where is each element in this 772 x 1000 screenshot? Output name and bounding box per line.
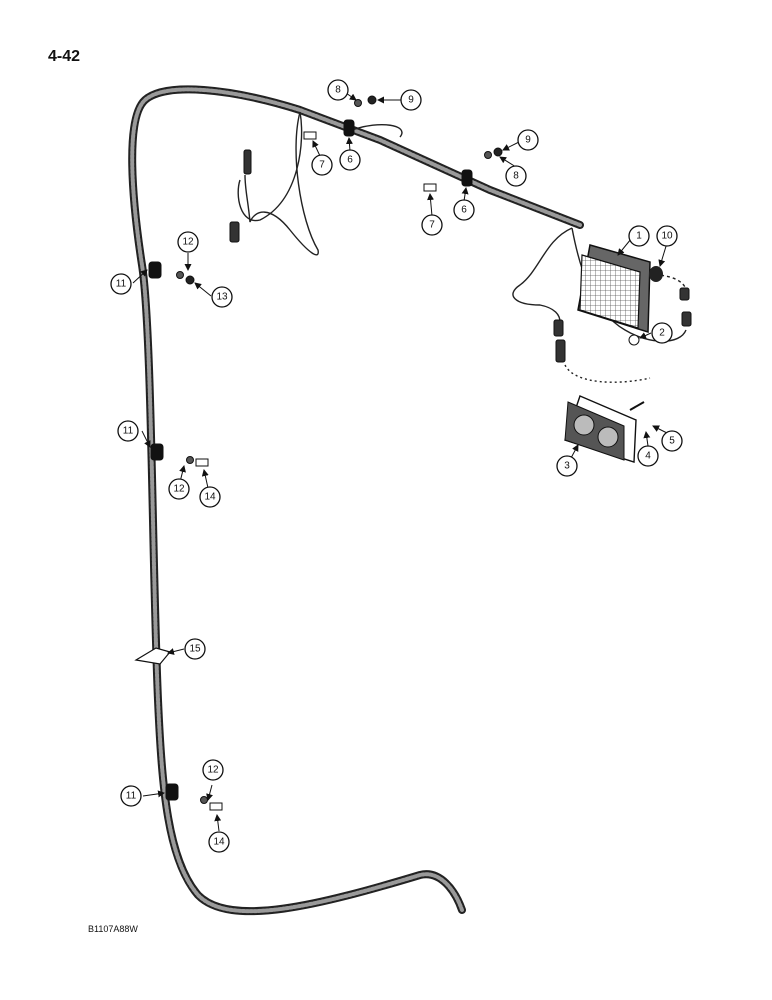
callout-11: 11 [117,420,139,442]
callout-11: 11 [120,785,142,807]
callout-1: 1 [628,225,650,247]
callout-10: 10 [656,225,678,247]
svg-text:7: 7 [429,220,435,231]
callout-13: 13 [211,286,233,308]
svg-text:5: 5 [669,436,675,447]
page-number: 4-42 [48,48,81,65]
svg-text:3: 3 [564,461,570,472]
main-harness [128,85,584,916]
svg-text:6: 6 [461,205,467,216]
leader-lines [132,92,668,832]
callout-12: 12 [202,759,224,781]
svg-text:7: 7 [319,160,325,171]
harness-clamps [134,119,473,801]
work-lamp [577,244,663,346]
svg-text:11: 11 [123,426,134,437]
svg-text:15: 15 [189,644,201,655]
callout-8: 8 [505,165,527,187]
svg-text:10: 10 [661,231,673,242]
callout-9: 9 [400,89,422,111]
callout-6: 6 [339,149,361,171]
callout-14: 14 [199,486,221,508]
svg-text:6: 6 [347,155,353,166]
svg-text:12: 12 [182,237,194,248]
callout-9: 9 [517,129,539,151]
svg-text:8: 8 [335,85,341,96]
svg-text:4: 4 [645,451,651,462]
callout-7: 7 [311,154,333,176]
tail-lamp [564,395,645,463]
svg-text:1: 1 [636,231,642,242]
callout-6: 6 [453,199,475,221]
callout-4: 4 [637,445,659,467]
figure-code: B1107A88W [88,924,138,934]
callout-7: 7 [421,214,443,236]
callout-2: 2 [651,322,673,344]
svg-text:14: 14 [204,492,216,503]
svg-text:8: 8 [513,171,519,182]
svg-text:9: 9 [525,135,531,146]
callout-11: 11 [110,273,132,295]
callout-8: 8 [327,79,349,101]
hardware [176,95,503,811]
connectors [229,149,692,363]
svg-text:12: 12 [207,765,219,776]
svg-text:11: 11 [126,791,137,802]
callout-12: 12 [177,231,199,253]
callout-14: 14 [208,831,230,853]
callout-3: 3 [556,455,578,477]
branch-wires [237,111,687,383]
svg-text:13: 13 [216,292,228,303]
svg-text:14: 14 [213,837,225,848]
callout-15: 15 [184,638,206,660]
callout-5: 5 [661,430,683,452]
svg-text:11: 11 [116,279,127,290]
svg-text:2: 2 [659,328,665,339]
callout-12: 12 [168,478,190,500]
svg-text:9: 9 [408,95,414,106]
svg-text:12: 12 [173,484,185,495]
